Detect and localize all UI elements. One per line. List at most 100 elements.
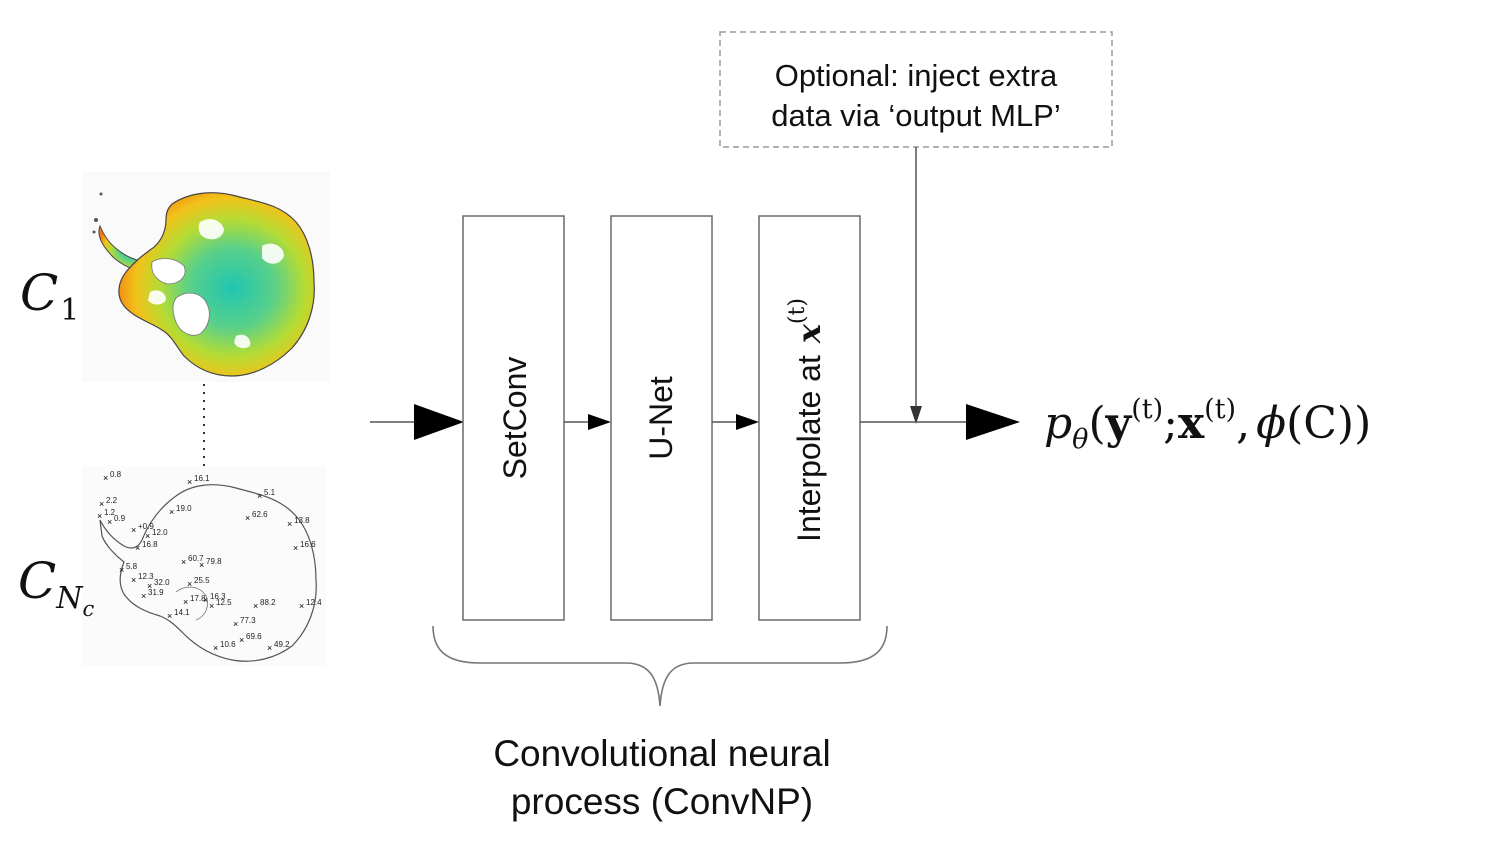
- station-marker-icon: ×: [239, 635, 244, 645]
- station-value-label: 12.0: [152, 528, 168, 537]
- station-marker-icon: ×: [141, 591, 146, 601]
- map-island: [94, 218, 98, 222]
- station-value-label: 16.6: [300, 540, 316, 549]
- context-map-stations: ×0.8×2.2×1.2×0.9×+0.9×12.0×16.8×16.1×19.…: [82, 466, 326, 666]
- station-value-label: 2.2: [106, 496, 118, 505]
- station-marker-icon: ×: [99, 499, 104, 509]
- station-marker-icon: ×: [181, 557, 186, 567]
- station-marker-icon: ×: [287, 519, 292, 529]
- station-value-label: 16.8: [142, 540, 158, 549]
- optional-note: Optional: inject extra data via ‘output …: [719, 31, 1113, 148]
- optional-note-line1: Optional: inject extra: [775, 58, 1058, 93]
- map-white-patch-2: [262, 243, 284, 264]
- context-map-gridded: [82, 172, 330, 382]
- station-value-label: 69.6: [246, 632, 262, 641]
- station-value-label: 25.5: [194, 576, 210, 585]
- station-value-label: 13.8: [294, 516, 310, 525]
- block-unet-box: [610, 215, 713, 621]
- output-arrowhead: [966, 404, 1020, 440]
- station-marker-icon: ×: [233, 619, 238, 629]
- block-setconv: SetConv: [462, 215, 565, 621]
- map-white-patch-1: [198, 219, 224, 240]
- station-value-label: 19.0: [176, 504, 192, 513]
- station-value-label: 16.3: [210, 592, 226, 601]
- block-setconv-label: SetConv: [497, 357, 533, 480]
- station-value-label: 77.3: [240, 616, 256, 625]
- convnp-brace: [432, 625, 888, 707]
- block-unet: U-Net: [610, 215, 713, 621]
- station-marker-icon: ×: [167, 611, 172, 621]
- station-marker-icon: ×: [131, 575, 136, 585]
- station-marker-icon: ×: [267, 643, 272, 653]
- output-formula: pθ(y(t);x(t),ϕ(C)): [1044, 394, 1371, 455]
- station-value-label: 12.3: [138, 572, 154, 581]
- station-value-label: 62.6: [252, 510, 268, 519]
- station-marker-icon: ×: [209, 601, 214, 611]
- station-marker-icon: ×: [131, 525, 136, 535]
- station-value-label: 16.1: [194, 474, 210, 483]
- station-value-label: 1.2: [104, 508, 116, 517]
- station-value-label: +0.9: [138, 522, 154, 531]
- context-label-first: C1: [20, 264, 79, 328]
- block-setconv-box: [462, 215, 565, 621]
- context-label-last: CNc: [18, 552, 95, 621]
- station-marker-icon: ×: [245, 513, 250, 523]
- map-white-patch-4: [234, 334, 251, 349]
- station-marker-icon: ×: [293, 543, 298, 553]
- station-value-label: 17.8: [190, 594, 206, 603]
- block-unet-label: U-Net: [643, 376, 679, 460]
- station-marker-icon: ×: [119, 565, 124, 575]
- station-value-label: 12.5: [216, 598, 232, 607]
- block-interpolate-label: Interpolate atx(t): [785, 298, 828, 542]
- station-value-label: 32.0: [154, 578, 170, 587]
- station-marker-icon: ×: [199, 560, 204, 570]
- station-marker-icon: ×: [299, 601, 304, 611]
- station-marker-icon: ×: [97, 511, 102, 521]
- station-marker-icon: ×: [103, 473, 108, 483]
- station-value-label: 14.1: [174, 608, 190, 617]
- arrow-unet-interp-head: [736, 414, 759, 430]
- station-value-label: 60.7: [188, 554, 204, 563]
- station-marker-icon: ×: [187, 477, 192, 487]
- station-value-label: 12.4: [306, 598, 322, 607]
- station-value-label: 10.6: [220, 640, 236, 649]
- map-ross-shelf: [172, 292, 210, 336]
- station-value-label: 49.2: [274, 640, 290, 649]
- station-marker-icon: ×: [203, 595, 208, 605]
- optional-note-line2: data via ‘output MLP’: [771, 98, 1061, 133]
- map-continent: [118, 192, 315, 377]
- map-white-patch-3: [148, 290, 166, 305]
- station-value-label: 0.8: [110, 470, 122, 479]
- station-markers: ×0.8×2.2×1.2×0.9×+0.9×12.0×16.8×16.1×19.…: [97, 470, 322, 653]
- station-value-label: 5.8: [126, 562, 138, 571]
- station-marker-icon: ×: [107, 517, 112, 527]
- station-map-outline: [99, 484, 317, 662]
- station-marker-icon: ×: [147, 581, 152, 591]
- map-weddell-shelf: [151, 258, 186, 285]
- block-interpolate: Interpolate atx(t): [758, 215, 861, 621]
- station-marker-icon: ×: [253, 601, 258, 611]
- inject-arrowhead: [910, 406, 922, 424]
- input-arrowhead: [414, 404, 464, 440]
- station-map-shelf: [175, 586, 208, 621]
- station-value-label: 0.9: [114, 514, 126, 523]
- block-interpolate-box: [758, 215, 861, 621]
- station-marker-icon: ×: [187, 579, 192, 589]
- station-value-label: 5.1: [264, 488, 276, 497]
- station-marker-icon: ×: [213, 643, 218, 653]
- convnp-label-line2: process (ConvNP): [511, 781, 813, 822]
- station-marker-icon: ×: [135, 543, 140, 553]
- map-island: [92, 230, 96, 234]
- station-marker-icon: ×: [169, 507, 174, 517]
- map-island: [99, 192, 103, 196]
- optional-note-box: [719, 31, 1113, 148]
- arrow-setconv-unet-head: [588, 414, 611, 430]
- station-marker-icon: ×: [145, 531, 150, 541]
- station-marker-icon: ×: [183, 597, 188, 607]
- convnp-label-line1: Convolutional neural: [493, 733, 830, 774]
- station-value-label: 88.2: [260, 598, 276, 607]
- station-value-label: 79.8: [206, 557, 222, 566]
- station-value-label: 31.9: [148, 588, 164, 597]
- station-marker-icon: ×: [257, 491, 262, 501]
